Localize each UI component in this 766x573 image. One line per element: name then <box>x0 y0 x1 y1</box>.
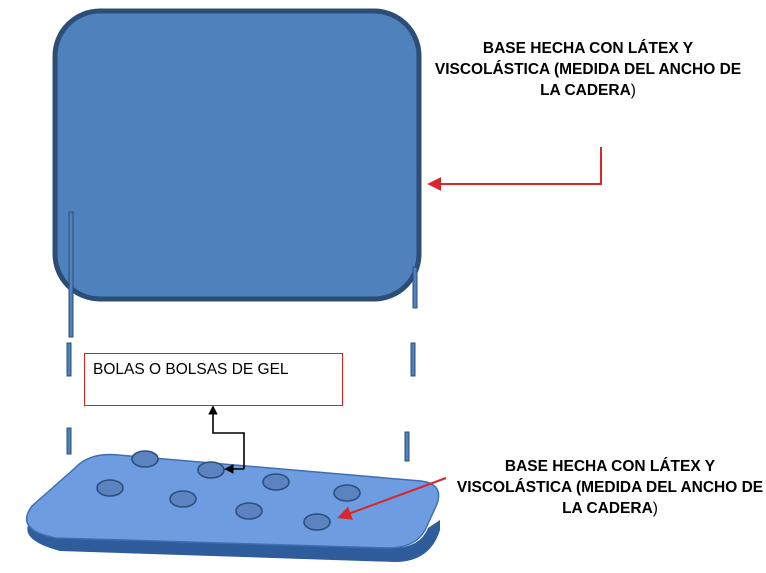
gel-ball <box>96 479 124 497</box>
gel-ball <box>303 513 331 531</box>
bottom-base-label-paren: ) <box>652 500 658 517</box>
gel-connector-arrow-down <box>208 405 245 469</box>
gel-ball <box>333 484 361 502</box>
gel-ball <box>197 461 225 479</box>
gel-ball <box>235 502 263 520</box>
gel-label-box: BOLAS O BOLSAS DE GEL <box>84 353 343 406</box>
gel-ball <box>131 450 159 468</box>
top-base-label-text: BASE HECHA CON LÁTEX Y VISCOLÁSTICA (MED… <box>434 40 742 99</box>
top-base-label: BASE HECHA CON LÁTEX Y VISCOLÁSTICA (MED… <box>428 38 748 101</box>
bottom-base-edge <box>27 520 440 562</box>
gel-label-text: BOLAS O BOLSAS DE GEL <box>93 361 289 378</box>
bottom-base <box>26 453 440 549</box>
gel-balls <box>96 450 361 531</box>
bottom-label-arrow <box>337 477 447 520</box>
right-alignment-guide <box>404 266 418 462</box>
left-alignment-guide <box>66 211 74 455</box>
top-base-label-paren: ) <box>630 82 636 99</box>
gel-ball <box>169 490 197 508</box>
top-cushion <box>52 8 422 302</box>
top-label-arrow <box>427 147 602 191</box>
bottom-base-label: BASE HECHA CON LÁTEX Y VISCOLÁSTICA (MED… <box>450 456 766 519</box>
gel-ball <box>262 473 290 491</box>
bottom-base-label-text: BASE HECHA CON LÁTEX Y VISCOLÁSTICA (MED… <box>456 458 764 517</box>
